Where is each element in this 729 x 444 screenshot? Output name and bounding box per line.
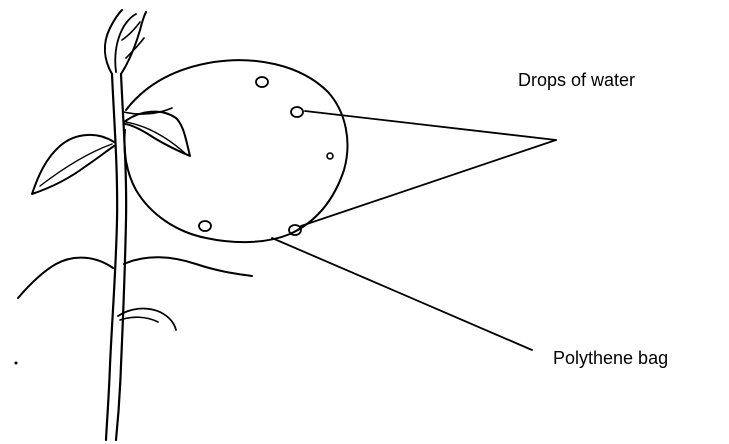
left-leaf: [32, 135, 114, 194]
label-drops-of-water: Drops of water: [518, 71, 635, 89]
pointer-lines: [272, 111, 556, 350]
right-leaf: [124, 112, 190, 156]
label-polythene-bag: Polythene bag: [553, 349, 668, 367]
lower-branches: [18, 257, 252, 330]
pointer-drops-upper: [305, 111, 556, 140]
water-drops: [199, 77, 333, 235]
water-drop: [291, 107, 303, 117]
speck: [15, 362, 18, 365]
water-drop: [256, 77, 268, 87]
plant-stem: [106, 74, 126, 440]
polythene-bag: [124, 60, 347, 242]
terminal-bud: [105, 10, 146, 74]
water-drop: [199, 221, 211, 231]
water-drop: [327, 153, 333, 159]
pointer-bag: [272, 238, 532, 350]
